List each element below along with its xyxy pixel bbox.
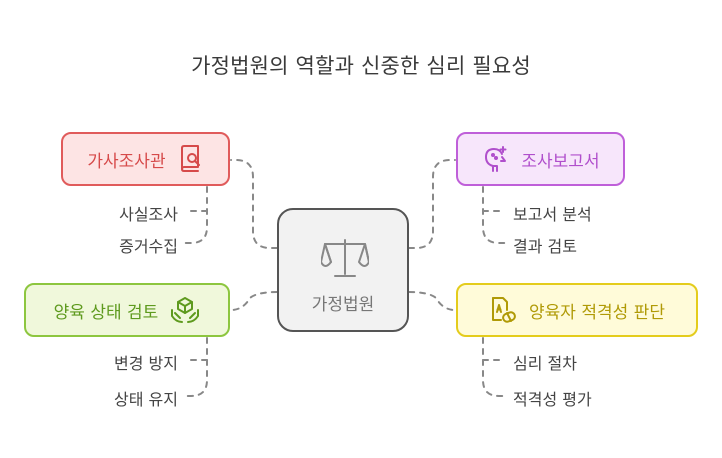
document-pills-icon bbox=[489, 296, 517, 324]
node-investigator: 가사조사관 bbox=[61, 132, 230, 186]
center-node: 가정법원 bbox=[277, 208, 409, 332]
diagram-title: 가정법원의 역할과 신중한 심리 필요성 bbox=[191, 54, 531, 78]
node-report-label: 조사보고서 bbox=[521, 151, 600, 172]
center-label: 가정법원 bbox=[311, 295, 375, 315]
scale-icon bbox=[320, 238, 370, 282]
leaf-maintain-status: 상태 유지 bbox=[114, 390, 178, 409]
node-custodian-fitness-label: 양육자 적격성 판단 bbox=[529, 302, 665, 323]
leaf-result-review: 결과 검토 bbox=[513, 237, 577, 256]
leaf-hearing-procedure: 심리 절차 bbox=[513, 354, 577, 373]
node-custody-review-label: 양육 상태 검토 bbox=[53, 302, 159, 323]
node-investigator-label: 가사조사관 bbox=[87, 151, 166, 172]
book-search-icon bbox=[178, 145, 204, 173]
node-custody-review: 양육 상태 검토 bbox=[24, 283, 230, 337]
leaf-fitness-evaluation: 적격성 평가 bbox=[513, 390, 592, 409]
leaf-prevent-change: 변경 방지 bbox=[114, 354, 178, 373]
node-report: 조사보고서 bbox=[456, 132, 625, 186]
leaf-report-analysis: 보고서 분석 bbox=[513, 205, 592, 224]
head-sparkle-icon bbox=[481, 145, 509, 173]
leaf-fact-finding: 사실조사 bbox=[119, 205, 178, 224]
hands-box-icon bbox=[170, 296, 200, 324]
node-custodian-fitness: 양육자 적격성 판단 bbox=[456, 283, 698, 337]
leaf-evidence-collection: 증거수집 bbox=[119, 237, 178, 256]
